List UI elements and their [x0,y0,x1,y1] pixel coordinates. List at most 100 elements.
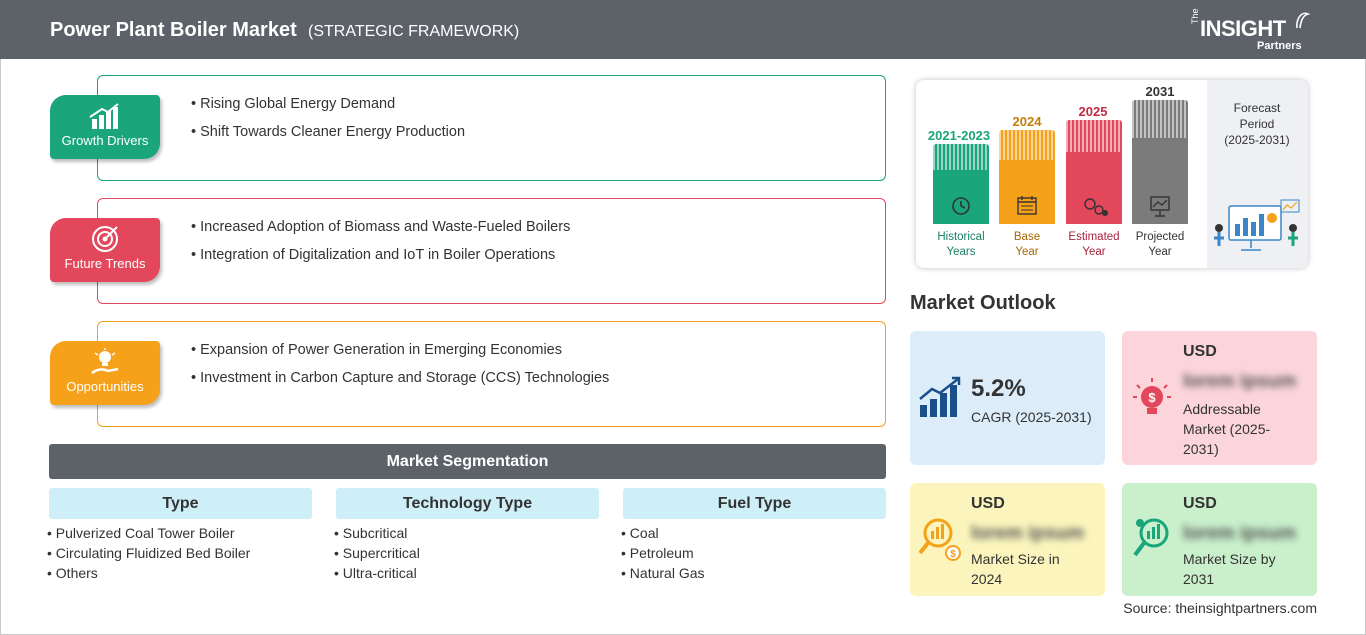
caption-line: Base [1013,231,1041,243]
logo-main: INSIGHT [1200,16,1286,41]
timeline-bar-estimated [1066,120,1122,224]
addressable-market-tile: $ USD lorem ipsum Addressable Market (20… [1122,331,1317,465]
forecast-line: (2025-2031) [1224,133,1290,147]
magnifier-chart-icon [1133,518,1169,557]
bar-stripes [999,130,1055,160]
opportunities-card: Expansion of Power Generation in Emergin… [97,321,886,427]
list-item: Natural Gas [621,565,705,581]
list-item: Investment in Carbon Capture and Storage… [191,370,609,386]
size-2031-label: Market Size by 2031 [1183,549,1276,589]
growth-drivers-label: Growth Drivers [61,133,149,148]
forecast-line: Period [1239,117,1275,131]
forecast-analytics-illustration-icon [1214,199,1300,251]
list-item: Others [47,565,250,581]
list-item: Shift Towards Cleaner Energy Production [191,124,465,140]
addressable-label: Addressable Market (2025- 2031) [1183,399,1270,459]
bar-stripes [933,144,989,170]
growth-drivers-badge: Growth Drivers [50,95,160,159]
timeline-year-estimated: 2025 [1078,104,1108,119]
timeline-card: 2021-2023 Historical Years 2024 Base Yea… [916,80,1308,268]
growth-chart-icon [919,376,961,417]
growth-drivers-list: Rising Global Energy Demand Shift Toward… [191,96,465,152]
market-outlook-title: Market Outlook [910,292,1056,314]
market-size-2031-tile: USD lorem ipsum Market Size by 2031 [1122,483,1317,596]
bar-stripes [1066,120,1122,152]
list-item: Circulating Fluidized Bed Boiler [47,545,251,561]
timeline-caption-base: Base Year [992,230,1062,260]
insight-partners-logo[interactable]: The INSIGHT Partners [1190,8,1310,54]
size-2024-value: lorem ipsum [971,523,1084,544]
history-clock-icon [952,197,970,215]
cagr-value: 5.2% [971,375,1026,402]
target-icon [92,226,118,252]
list-item: Ultra-critical [334,565,420,581]
segmentation-title-bar: Market Segmentation [49,444,886,479]
projection-board-icon [1150,196,1170,217]
size-2024-label: Market Size in 2024 [971,549,1060,589]
forecast-line: Forecast [1233,101,1281,115]
size-2031-currency: USD [1183,495,1217,512]
future-trends-badge: Future Trends [50,218,160,282]
label-line: Market (2025- [1183,421,1271,437]
timeline-caption-historical: Historical Years [926,230,996,260]
timeline-year-base: 2024 [1012,114,1042,129]
logo-sub: Partners [1257,40,1302,52]
segment-heading-technology: Technology Type [336,488,599,519]
opportunities-label: Opportunities [66,379,144,394]
page-subtitle: (STRATEGIC FRAMEWORK) [308,23,520,40]
timeline-year-historical: 2021-2023 [927,128,991,143]
cagr-tile: 5.2% CAGR (2025-2031) [910,331,1105,465]
calendar-icon [1017,196,1037,215]
label-line: Market Size in [971,551,1060,567]
logo-swirl-icon [1296,12,1310,29]
segment-list-type: Pulverized Coal Tower Boiler Circulating… [47,525,251,585]
forecast-panel: Forecast Period (2025-2031) [1207,80,1308,268]
bar-chart-growth-icon [89,103,119,129]
timeline-bar-projected [1132,100,1188,224]
caption-line: Projected [1135,231,1185,243]
bar-stripes [1132,100,1188,138]
label-line: 2031 [1183,571,1215,587]
timeline-year-projected: 2031 [1145,84,1175,99]
label-line: Addressable [1183,401,1261,417]
label-line: Market Size by [1183,551,1276,567]
list-item: Subcritical [334,525,420,541]
cagr-label: CAGR (2025-2031) [971,409,1092,425]
future-trends-card: Increased Adoption of Biomass and Waste-… [97,198,886,304]
timeline-caption-estimated: Estimated Year [1059,230,1129,260]
market-size-2024-tile: $ USD lorem ipsum Market Size in 2024 [910,483,1105,596]
growth-drivers-card: Rising Global Energy Demand Shift Toward… [97,75,886,181]
timeline-bar-historical [933,144,989,224]
header-bar: Power Plant Boiler Market (STRATEGIC FRA… [0,0,1366,59]
timeline-bar-base [999,130,1055,224]
caption-line: Historical [937,231,985,243]
list-item: Expansion of Power Generation in Emergin… [191,342,609,358]
size-2031-value: lorem ipsum [1183,523,1296,544]
list-item: Coal [621,525,705,541]
page-title: Power Plant Boiler Market [50,19,297,41]
segment-heading-type: Type [49,488,312,519]
addressable-currency: USD [1183,343,1217,360]
label-line: 2024 [971,571,1003,587]
addressable-value: lorem ipsum [1183,371,1296,392]
segment-heading-fuel: Fuel Type [623,488,886,519]
list-item: Petroleum [621,545,705,561]
opportunities-list: Expansion of Power Generation in Emergin… [191,342,609,398]
list-item: Supercritical [334,545,420,561]
future-trends-list: Increased Adoption of Biomass and Waste-… [191,219,570,275]
caption-line: Year [1082,246,1106,258]
caption-line: Years [946,246,976,258]
estimate-gears-icon [1084,198,1108,216]
size-2024-currency: USD [971,495,1005,512]
future-trends-label: Future Trends [64,256,146,271]
opportunities-badge: Opportunities [50,341,160,405]
svg-text:$: $ [950,549,956,560]
list-item: Integration of Digitalization and IoT in… [191,247,570,263]
forecast-period-text: Forecast Period (2025-2031) [1207,100,1307,148]
caption-line: Year [1148,246,1172,258]
segment-list-fuel: Coal Petroleum Natural Gas [621,525,705,585]
list-item: Increased Adoption of Biomass and Waste-… [191,219,570,235]
logo-the: The [1190,8,1200,24]
caption-line: Year [1015,246,1039,258]
magnifier-dollar-icon: $ [918,518,961,561]
